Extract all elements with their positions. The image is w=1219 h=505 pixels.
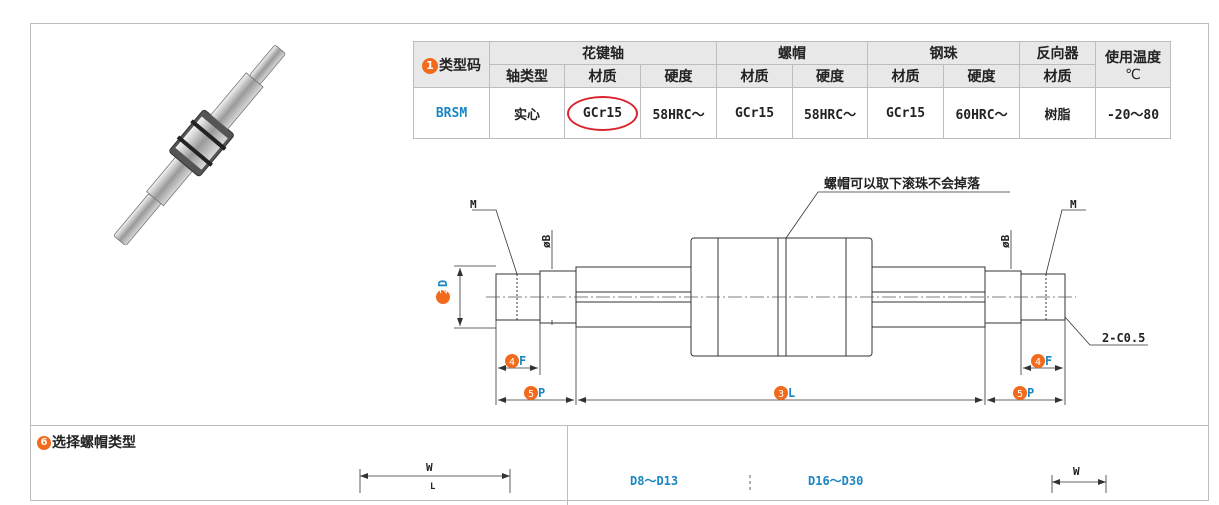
l-label: L [788,386,795,400]
nut-hardness-subheader: 硬度 [792,64,869,88]
nut-hardness-cell: 58HRC～ [792,87,869,139]
p-right-label: P [1027,386,1034,400]
reverser-material-cell: 树脂 [1019,87,1097,139]
range-d8-d13: D8～D13 [630,474,678,488]
d-label: D [436,280,450,287]
section6-badge: 6 [37,436,51,450]
d-badge: 2 [439,288,450,294]
reverser-header: 反向器 [1019,41,1097,65]
temp-header: 使用温度 ℃ [1095,41,1172,88]
p-left-badge: 5 [528,389,534,400]
product-photo [113,45,286,245]
range-d16-d30: D16～D30 [808,474,863,488]
shaft-hardness-cell: 58HRC～ [639,87,718,139]
nut-note-label: 螺帽可以取下滚珠不会掉落 [824,176,981,192]
highlight-circle: GCr15 [566,95,639,131]
shaft-type-subheader: 轴类型 [489,64,565,88]
steel-ball-header: 钢珠 [867,41,1021,65]
type-code-cell: BRSM [413,87,490,139]
nut-material-subheader: 材质 [716,64,794,88]
ball-material-subheader: 材质 [867,64,945,88]
technical-drawing: 螺帽可以取下滚珠不会掉落 M M øB øB 2 D 4 F 5 P 3 L 4… [436,176,1148,405]
nut-type-drawings: W L D8～D13 D16～D30 W [359,461,1107,493]
f-left-badge: 4 [509,357,515,368]
type-code-badge: 1 [422,57,438,74]
section-divider [30,425,1209,426]
shaft-material-cell: GCr15 [564,87,641,139]
spline-shaft-header: 花键轴 [488,41,718,65]
table-row: BRSM 实心 GCr15 58HRC～ GCr15 58HRC～ GCr15 … [413,87,1172,139]
p-right-badge: 5 [1017,389,1023,400]
shaft-hardness-subheader: 硬度 [639,64,718,88]
d-dimension: 2 D [436,280,450,304]
f-right-badge: 4 [1035,357,1041,368]
p-left-label: P [538,386,545,400]
shaft-type-cell: 实心 [489,87,565,139]
temp-range-cell: -20～80 [1095,87,1172,139]
shaft-material-subheader: 材质 [564,64,641,88]
m-left-label: M [470,198,477,211]
w-right-label: W [1073,465,1080,478]
phi-b-left-label: øB [540,234,553,248]
l-badge: 3 [778,389,784,400]
chamfer-label: 2-C0.5 [1102,331,1145,345]
f-left-label: F [519,354,526,368]
ball-hardness-cell: 60HRC～ [943,87,1021,139]
m-right-label: M [1070,198,1077,211]
reverser-material-subheader: 材质 [1019,64,1097,88]
phi-b-right-label: øB [999,234,1012,248]
ball-material-cell: GCr15 [867,87,945,139]
l-small-label: L [430,482,436,492]
f-right-label: F [1045,354,1052,368]
nut-header: 螺帽 [716,41,869,65]
nut-material-cell: GCr15 [716,87,794,139]
w-left-label: W [426,461,433,474]
section-split [567,425,568,505]
ball-hardness-subheader: 硬度 [943,64,1021,88]
